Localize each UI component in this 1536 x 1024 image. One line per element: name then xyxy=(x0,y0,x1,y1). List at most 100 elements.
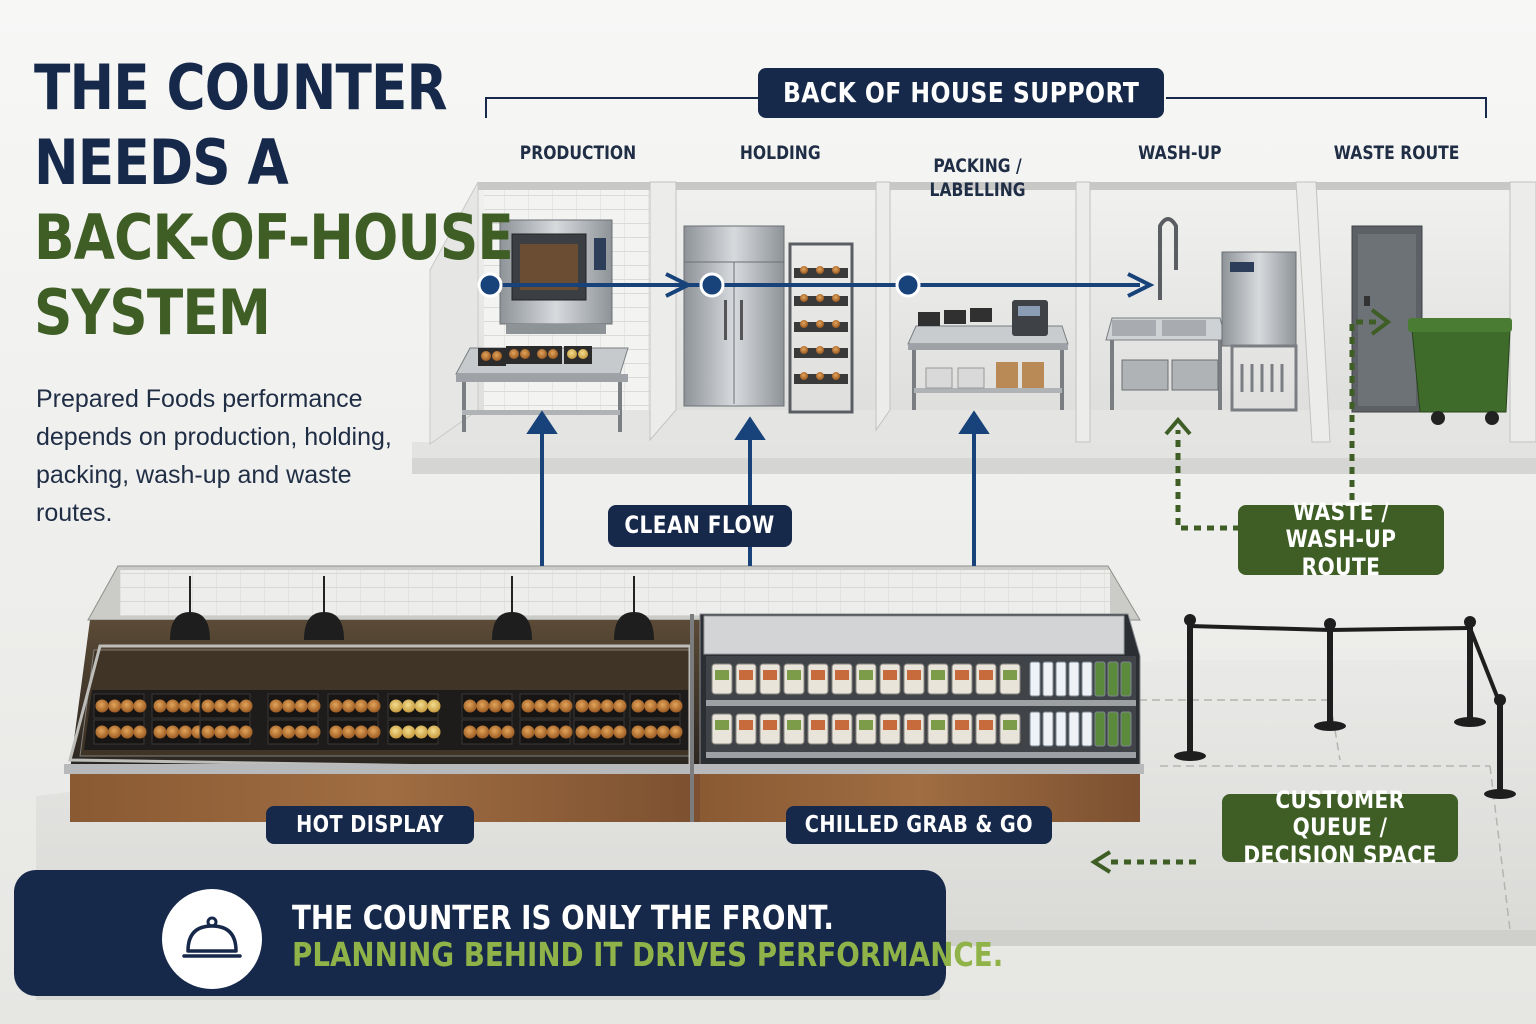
headline-line-2: NEEDS A xyxy=(34,126,289,199)
hot-food-items xyxy=(93,693,683,745)
heat-lamps xyxy=(170,576,654,640)
chilled-food-item xyxy=(811,720,825,730)
hot-food-item xyxy=(476,725,490,739)
hot-food-item xyxy=(226,699,240,713)
hot-food-item xyxy=(214,725,228,739)
cloche-icon xyxy=(162,889,262,989)
hot-food-item xyxy=(501,699,515,713)
hot-food-item xyxy=(389,699,403,713)
hot-display-label: HOT DISPLAY xyxy=(266,806,474,844)
hot-food-item xyxy=(546,699,560,713)
headline-line-4: SYSTEM xyxy=(34,276,271,349)
hot-food-item xyxy=(488,699,502,713)
chilled-bottle xyxy=(1029,711,1041,747)
hot-food-item xyxy=(120,699,134,713)
hot-food-item xyxy=(153,699,167,713)
hot-food-item xyxy=(501,725,515,739)
headline-line-1: THE COUNTER xyxy=(34,51,448,124)
hot-food-item xyxy=(133,699,147,713)
headline: THE COUNTER NEEDS A BACK-OF-HOUSE SYSTEM xyxy=(34,50,514,350)
hot-food-item xyxy=(427,699,441,713)
hot-food-item xyxy=(588,699,602,713)
hot-food-item xyxy=(166,725,180,739)
waste-route-label: WASTE / WASH-UP ROUTE xyxy=(1238,498,1444,581)
hot-food-item xyxy=(269,725,283,739)
banner-line-2: PLANNING BEHIND IT DRIVES PERFORMANCE. xyxy=(292,935,1004,974)
banner-line-1: THE COUNTER IS ONLY THE FRONT. xyxy=(292,898,834,937)
hot-food-item xyxy=(108,699,122,713)
hot-food-item xyxy=(133,725,147,739)
chilled-bottle xyxy=(1042,661,1054,697)
hot-food-item xyxy=(239,725,253,739)
hot-food-item xyxy=(644,725,658,739)
hot-food-item xyxy=(575,725,589,739)
chilled-bottle xyxy=(1094,661,1106,697)
hot-food-item xyxy=(329,699,343,713)
queue-barriers xyxy=(1174,614,1516,799)
chilled-food-item xyxy=(715,670,729,680)
chilled-food-item xyxy=(883,670,897,680)
chilled-food-item xyxy=(955,670,969,680)
zone-label-production: PRODUCTION xyxy=(519,142,637,164)
hot-food-item xyxy=(178,725,192,739)
hot-food-item xyxy=(239,699,253,713)
chilled-food-item xyxy=(859,670,873,680)
chilled-food-items xyxy=(711,661,1132,747)
chilled-food-item xyxy=(739,720,753,730)
hot-food-item xyxy=(575,699,589,713)
hot-food-item xyxy=(631,725,645,739)
hot-food-item xyxy=(644,699,658,713)
hot-food-item xyxy=(329,725,343,739)
hot-food-item xyxy=(354,725,368,739)
chilled-bottle xyxy=(1081,711,1093,747)
chilled-bottle xyxy=(1120,711,1132,747)
hot-food-item xyxy=(178,699,192,713)
hot-food-item xyxy=(294,699,308,713)
chilled-bottle xyxy=(1107,711,1119,747)
hot-food-item xyxy=(367,725,381,739)
hot-food-item xyxy=(269,699,283,713)
packing-table xyxy=(907,300,1069,410)
zone-label-holding: HOLDING xyxy=(739,142,821,164)
chilled-food-item xyxy=(859,720,873,730)
chilled-bottle xyxy=(1068,711,1080,747)
chilled-food-item xyxy=(979,670,993,680)
hot-food-item xyxy=(226,725,240,739)
hot-food-item xyxy=(427,725,441,739)
hot-food-item xyxy=(669,725,683,739)
chilled-food-item xyxy=(715,720,729,730)
back-of-house-room xyxy=(412,181,1536,474)
hot-food-item xyxy=(153,725,167,739)
hot-food-item xyxy=(389,725,403,739)
chilled-food-item xyxy=(763,720,777,730)
hot-food-item xyxy=(402,699,416,713)
hot-food-item xyxy=(414,699,428,713)
hot-food-item xyxy=(488,725,502,739)
hot-food-item xyxy=(588,725,602,739)
hot-food-item xyxy=(342,699,356,713)
hot-food-item xyxy=(414,725,428,739)
chilled-food-item xyxy=(883,720,897,730)
hot-food-item xyxy=(613,699,627,713)
chilled-bottle xyxy=(1042,711,1054,747)
headline-line-3: BACK-OF-HOUSE xyxy=(34,201,514,274)
hot-food-item xyxy=(631,699,645,713)
zone-label-waste-route: WASTE ROUTE xyxy=(1334,142,1460,164)
wash-up-sink xyxy=(1105,217,1227,410)
chilled-food-item xyxy=(1003,670,1017,680)
hot-food-item xyxy=(166,699,180,713)
chilled-food-item xyxy=(787,720,801,730)
chilled-bottle xyxy=(1120,661,1132,697)
hot-food-item xyxy=(201,699,215,713)
clean-flow-lines xyxy=(490,272,1155,566)
hot-food-item xyxy=(367,699,381,713)
customer-queue-label: CUSTOMER QUEUE / DECISION SPACE xyxy=(1222,786,1458,869)
hot-food-item xyxy=(95,699,109,713)
dishwasher xyxy=(1221,251,1298,412)
hot-food-item xyxy=(613,725,627,739)
chilled-food-item xyxy=(955,720,969,730)
chilled-bottle xyxy=(1107,661,1119,697)
hot-food-item xyxy=(282,699,296,713)
hot-food-item xyxy=(463,725,477,739)
intro-text: Prepared Foods performance depends on pr… xyxy=(36,385,392,527)
